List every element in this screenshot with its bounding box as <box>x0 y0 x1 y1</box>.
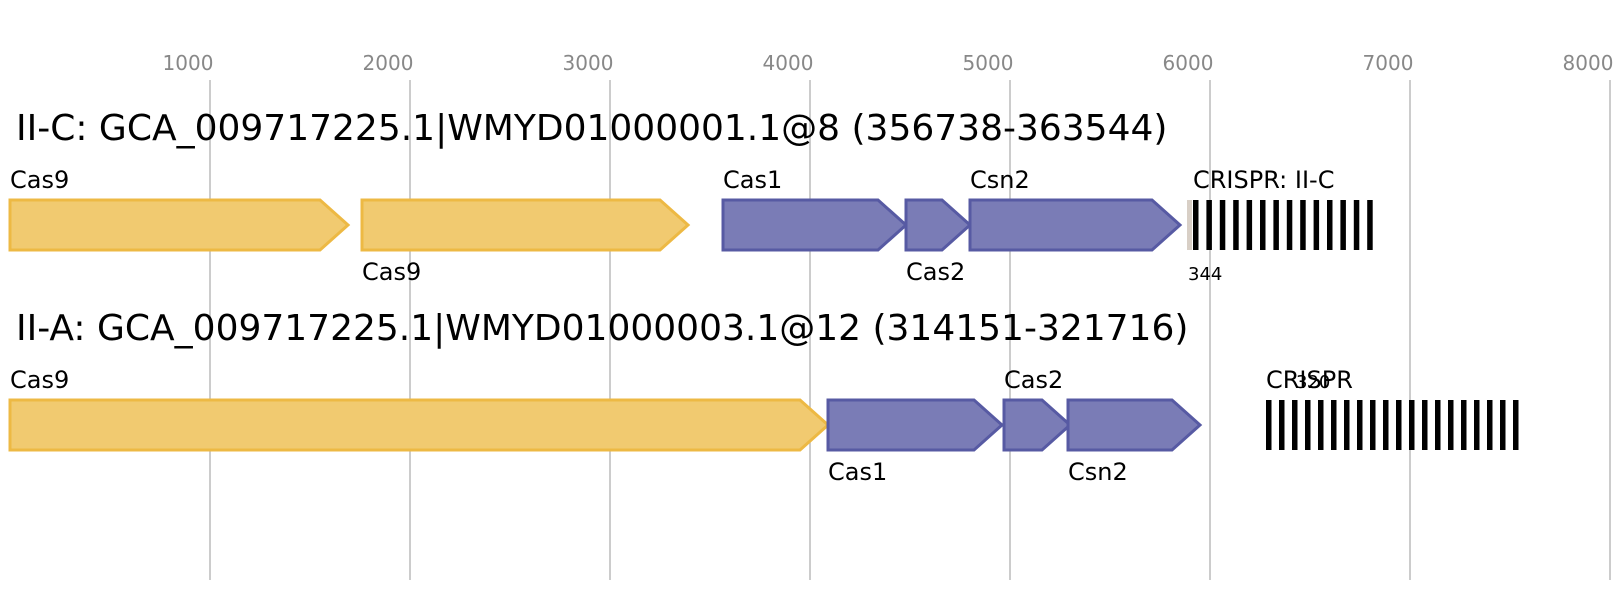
crispr-repeat <box>1292 400 1298 450</box>
tick-label: 4000 <box>763 51 814 75</box>
gene-label-cas2: Cas2 <box>906 258 965 286</box>
crispr-leader <box>1187 200 1192 250</box>
tick-label: 6000 <box>1163 51 1214 75</box>
crispr-repeat <box>1233 200 1239 250</box>
gene-arrow-cas2 <box>1002 398 1073 452</box>
crispr-repeat <box>1383 400 1389 450</box>
gene-label-cas9: Cas9 <box>10 366 69 394</box>
gene-arrow-cas9 <box>360 198 691 252</box>
crispr-repeat <box>1409 400 1415 450</box>
crispr-repeat <box>1286 200 1293 250</box>
crispr-repeat <box>1487 400 1493 450</box>
crispr-repeat <box>1474 400 1480 450</box>
crispr-repeat <box>1193 200 1199 250</box>
tick-label: 7000 <box>1363 51 1414 75</box>
crispr-repeat <box>1461 400 1467 450</box>
crispr-repeat <box>1353 200 1360 250</box>
gene-arrow-csn2 <box>968 198 1183 252</box>
crispr-count: 344 <box>1188 264 1222 285</box>
crispr-repeat <box>1340 200 1346 250</box>
crispr-repeat <box>1396 400 1402 450</box>
locus-title-ii-c: II-C: GCA_009717225.1|WMYD01000001.1@8 (… <box>16 108 1167 149</box>
locus-title-ii-a: II-A: GCA_009717225.1|WMYD01000003.1@12 … <box>16 308 1188 349</box>
crispr-repeat <box>1448 400 1454 450</box>
gene-label-cas1: Cas1 <box>723 166 782 194</box>
tick-label: 3000 <box>563 51 614 75</box>
crispr-repeat <box>1500 400 1506 450</box>
gene-label-csn2: Csn2 <box>1068 458 1128 486</box>
crispr-repeat <box>1219 200 1226 250</box>
tick-label: 2000 <box>363 51 414 75</box>
crispr-repeat <box>1300 200 1306 250</box>
gene-arrow-cas9 <box>8 398 831 452</box>
crispr-repeat <box>1513 400 1519 450</box>
crispr-repeat <box>1367 200 1373 250</box>
crispr-count: 320 <box>1296 372 1330 393</box>
tick-label: 5000 <box>963 51 1014 75</box>
crispr-repeat <box>1266 400 1272 450</box>
axis-ticks: 1000 2000 3000 4000 5000 6000 7000 8000 <box>163 51 1613 75</box>
crispr-repeat <box>1318 400 1324 450</box>
gene-label-cas2: Cas2 <box>1004 366 1063 394</box>
gene-label-cas9: Cas9 <box>362 258 421 286</box>
gene-arrow-cas1 <box>721 198 909 252</box>
crispr-repeat <box>1260 200 1266 250</box>
crispr-label: CRISPR: II-C <box>1193 166 1334 194</box>
crispr-repeat <box>1327 200 1333 250</box>
crispr-repeat <box>1331 400 1337 450</box>
crispr-repeat <box>1370 400 1376 450</box>
gene-label-cas9: Cas9 <box>10 166 69 194</box>
crispr-repeat <box>1435 400 1441 450</box>
gene-arrow-cas9 <box>8 198 351 252</box>
gene-label-csn2: Csn2 <box>970 166 1030 194</box>
tick-label: 8000 <box>1563 51 1613 75</box>
crispr-repeat <box>1273 200 1279 250</box>
gene-arrow-csn2 <box>1066 398 1203 452</box>
crispr-repeat <box>1344 400 1350 450</box>
gene-arrow-cas1 <box>826 398 1005 452</box>
gene-arrow-cas2 <box>904 198 973 252</box>
crispr-repeat <box>1246 200 1253 250</box>
tick-label: 1000 <box>163 51 214 75</box>
crispr-repeat <box>1305 400 1311 450</box>
grid-lines <box>209 80 1611 580</box>
crispr-repeat <box>1422 400 1428 450</box>
gene-label-cas1: Cas1 <box>828 458 887 486</box>
crispr-repeat <box>1279 400 1285 450</box>
crispr-repeat <box>1206 200 1212 250</box>
crispr-label: CRISPR <box>1266 366 1353 394</box>
crispr-repeat <box>1313 200 1320 250</box>
crispr-repeat <box>1357 400 1363 450</box>
